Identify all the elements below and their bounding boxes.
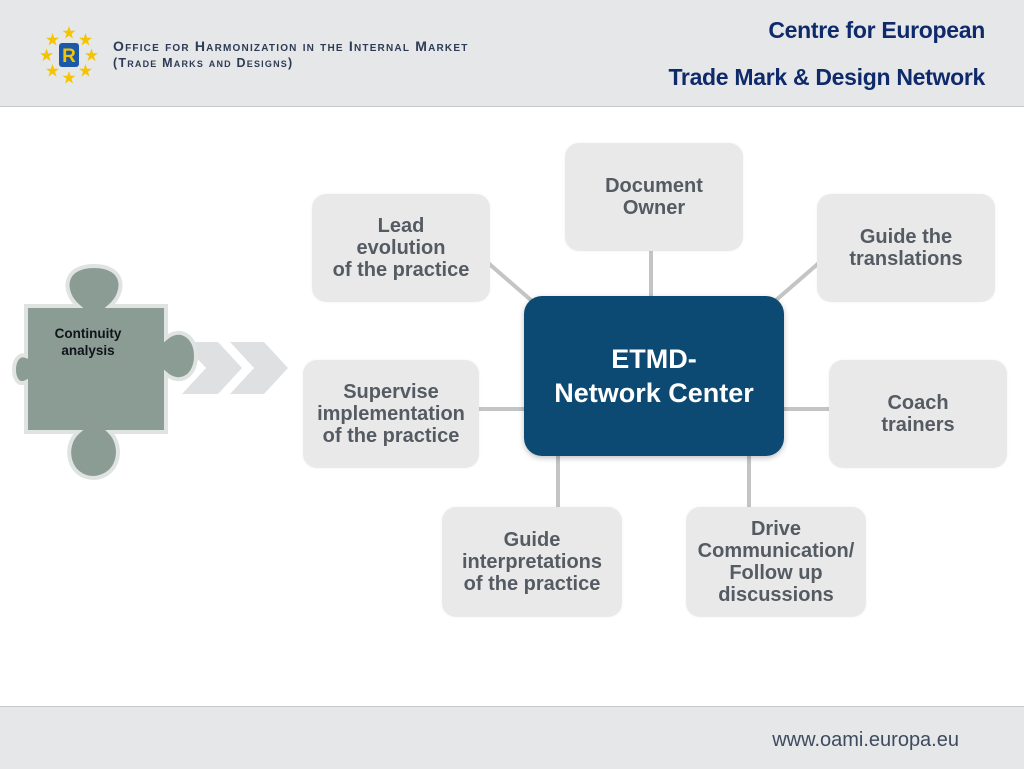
chevron-arrows bbox=[182, 342, 288, 394]
org-name-line2: (Trade Marks and Designs) bbox=[113, 56, 294, 70]
node-label: Drive Communication/ Follow up discussio… bbox=[697, 518, 855, 606]
organization-name: Office for Harmonization in the Internal… bbox=[113, 38, 469, 70]
oami-logo: R bbox=[40, 26, 98, 84]
node-label: Document Owner bbox=[605, 175, 703, 219]
center-label: ETMD- Network Center bbox=[554, 344, 754, 408]
node-supervise-implementation: Supervise implementation of the practice bbox=[303, 360, 479, 468]
footer-url: www.oami.europa.eu bbox=[772, 729, 959, 751]
puzzle-label-continuity-analysis: Continuity analysis bbox=[54, 326, 122, 358]
node-document-owner: Document Owner bbox=[565, 143, 743, 251]
node-guide-translations: Guide the translations bbox=[817, 194, 995, 302]
node-label: Supervise implementation of the practice bbox=[317, 381, 465, 447]
connector-lead-evolution bbox=[485, 260, 534, 303]
svg-text:R: R bbox=[62, 46, 76, 67]
org-name-line1: Office for Harmonization in the Internal… bbox=[113, 38, 469, 54]
header-bar: R Office for Harmonization in the Intern… bbox=[0, 0, 1024, 107]
footer-bar: www.oami.europa.eu bbox=[0, 706, 1024, 769]
chevron-arrow-icon bbox=[230, 342, 288, 394]
connector-guide-translations bbox=[773, 260, 822, 303]
node-label: Lead evolution of the practice bbox=[332, 215, 470, 281]
node-lead-evolution: Lead evolution of the practice bbox=[312, 194, 490, 302]
node-etmd-network-center: ETMD- Network Center bbox=[524, 296, 784, 456]
puzzle-piece-icon bbox=[12, 263, 199, 481]
node-guide-interpretations: Guide interpretations of the practice bbox=[442, 507, 622, 617]
node-label: Guide the translations bbox=[849, 226, 963, 270]
slide-title-line1: Centre for European bbox=[768, 17, 985, 43]
slide-title-line2: Trade Mark & Design Network bbox=[668, 64, 985, 90]
node-coach-trainers: Coach trainers bbox=[829, 360, 1007, 468]
node-drive-communication: Drive Communication/ Follow up discussio… bbox=[686, 507, 866, 617]
node-label: Guide interpretations of the practice bbox=[461, 529, 603, 595]
node-label: Coach trainers bbox=[881, 392, 955, 436]
